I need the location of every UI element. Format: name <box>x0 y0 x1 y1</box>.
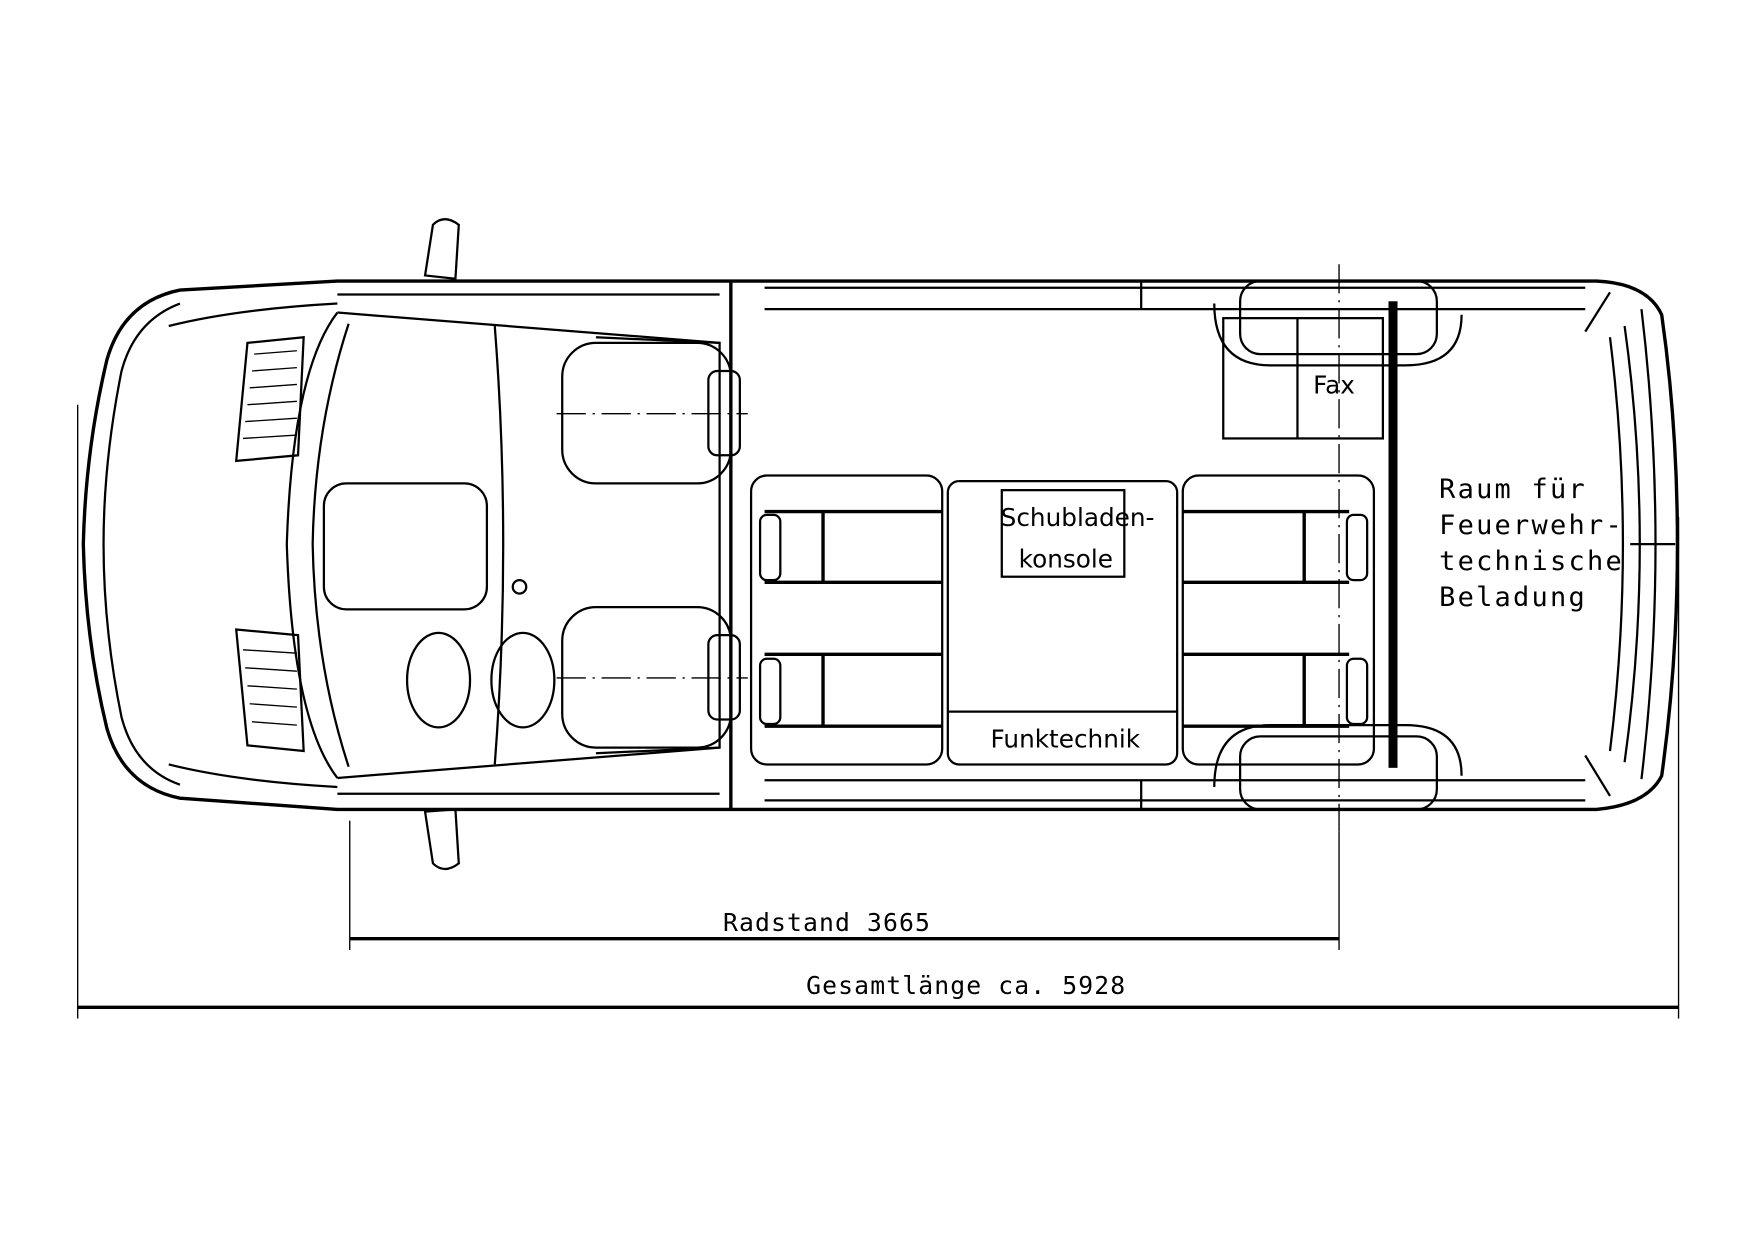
rear-seat-right <box>1181 474 1376 766</box>
left-mirror <box>423 218 460 281</box>
right-mirror <box>423 808 460 871</box>
console-label-line1: Schubladen- <box>1001 503 1155 532</box>
front-seats <box>556 341 748 749</box>
fax-label: Fax <box>1313 370 1355 399</box>
console-label-line2: konsole <box>1019 545 1113 574</box>
wheelbase-dimension: Radstand 3665 <box>349 820 1340 950</box>
wheelbase-label: Radstand 3665 <box>723 908 931 937</box>
cargo-label-line2: Feuerwehr- <box>1439 510 1624 541</box>
hood-vents <box>234 336 305 753</box>
cargo-label-line4: Beladung <box>1439 582 1587 613</box>
radio-label: Funktechnik <box>991 725 1141 754</box>
cargo-label-line1: Raum für <box>1439 474 1587 505</box>
drawer-console: Schubladen- konsole Funktechnik <box>946 480 1179 766</box>
overall-length-label: Gesamtlänge ca. 5928 <box>806 971 1126 1000</box>
rear-seat-left <box>749 474 944 766</box>
cargo-label-line3: technische <box>1439 546 1624 577</box>
partition-wall <box>1388 301 1398 768</box>
fax-cabinet: Fax <box>1222 317 1385 440</box>
overall-length-dimension: Gesamtlänge ca. 5928 <box>77 404 1680 1019</box>
vehicle-body <box>81 279 1680 812</box>
cargo-area-label: Raum für Feuerwehr- technische Beladung <box>1439 474 1624 613</box>
rear-wheel-arches <box>1213 279 1463 811</box>
steering-wheel <box>490 631 556 729</box>
cab-interior <box>322 482 556 729</box>
